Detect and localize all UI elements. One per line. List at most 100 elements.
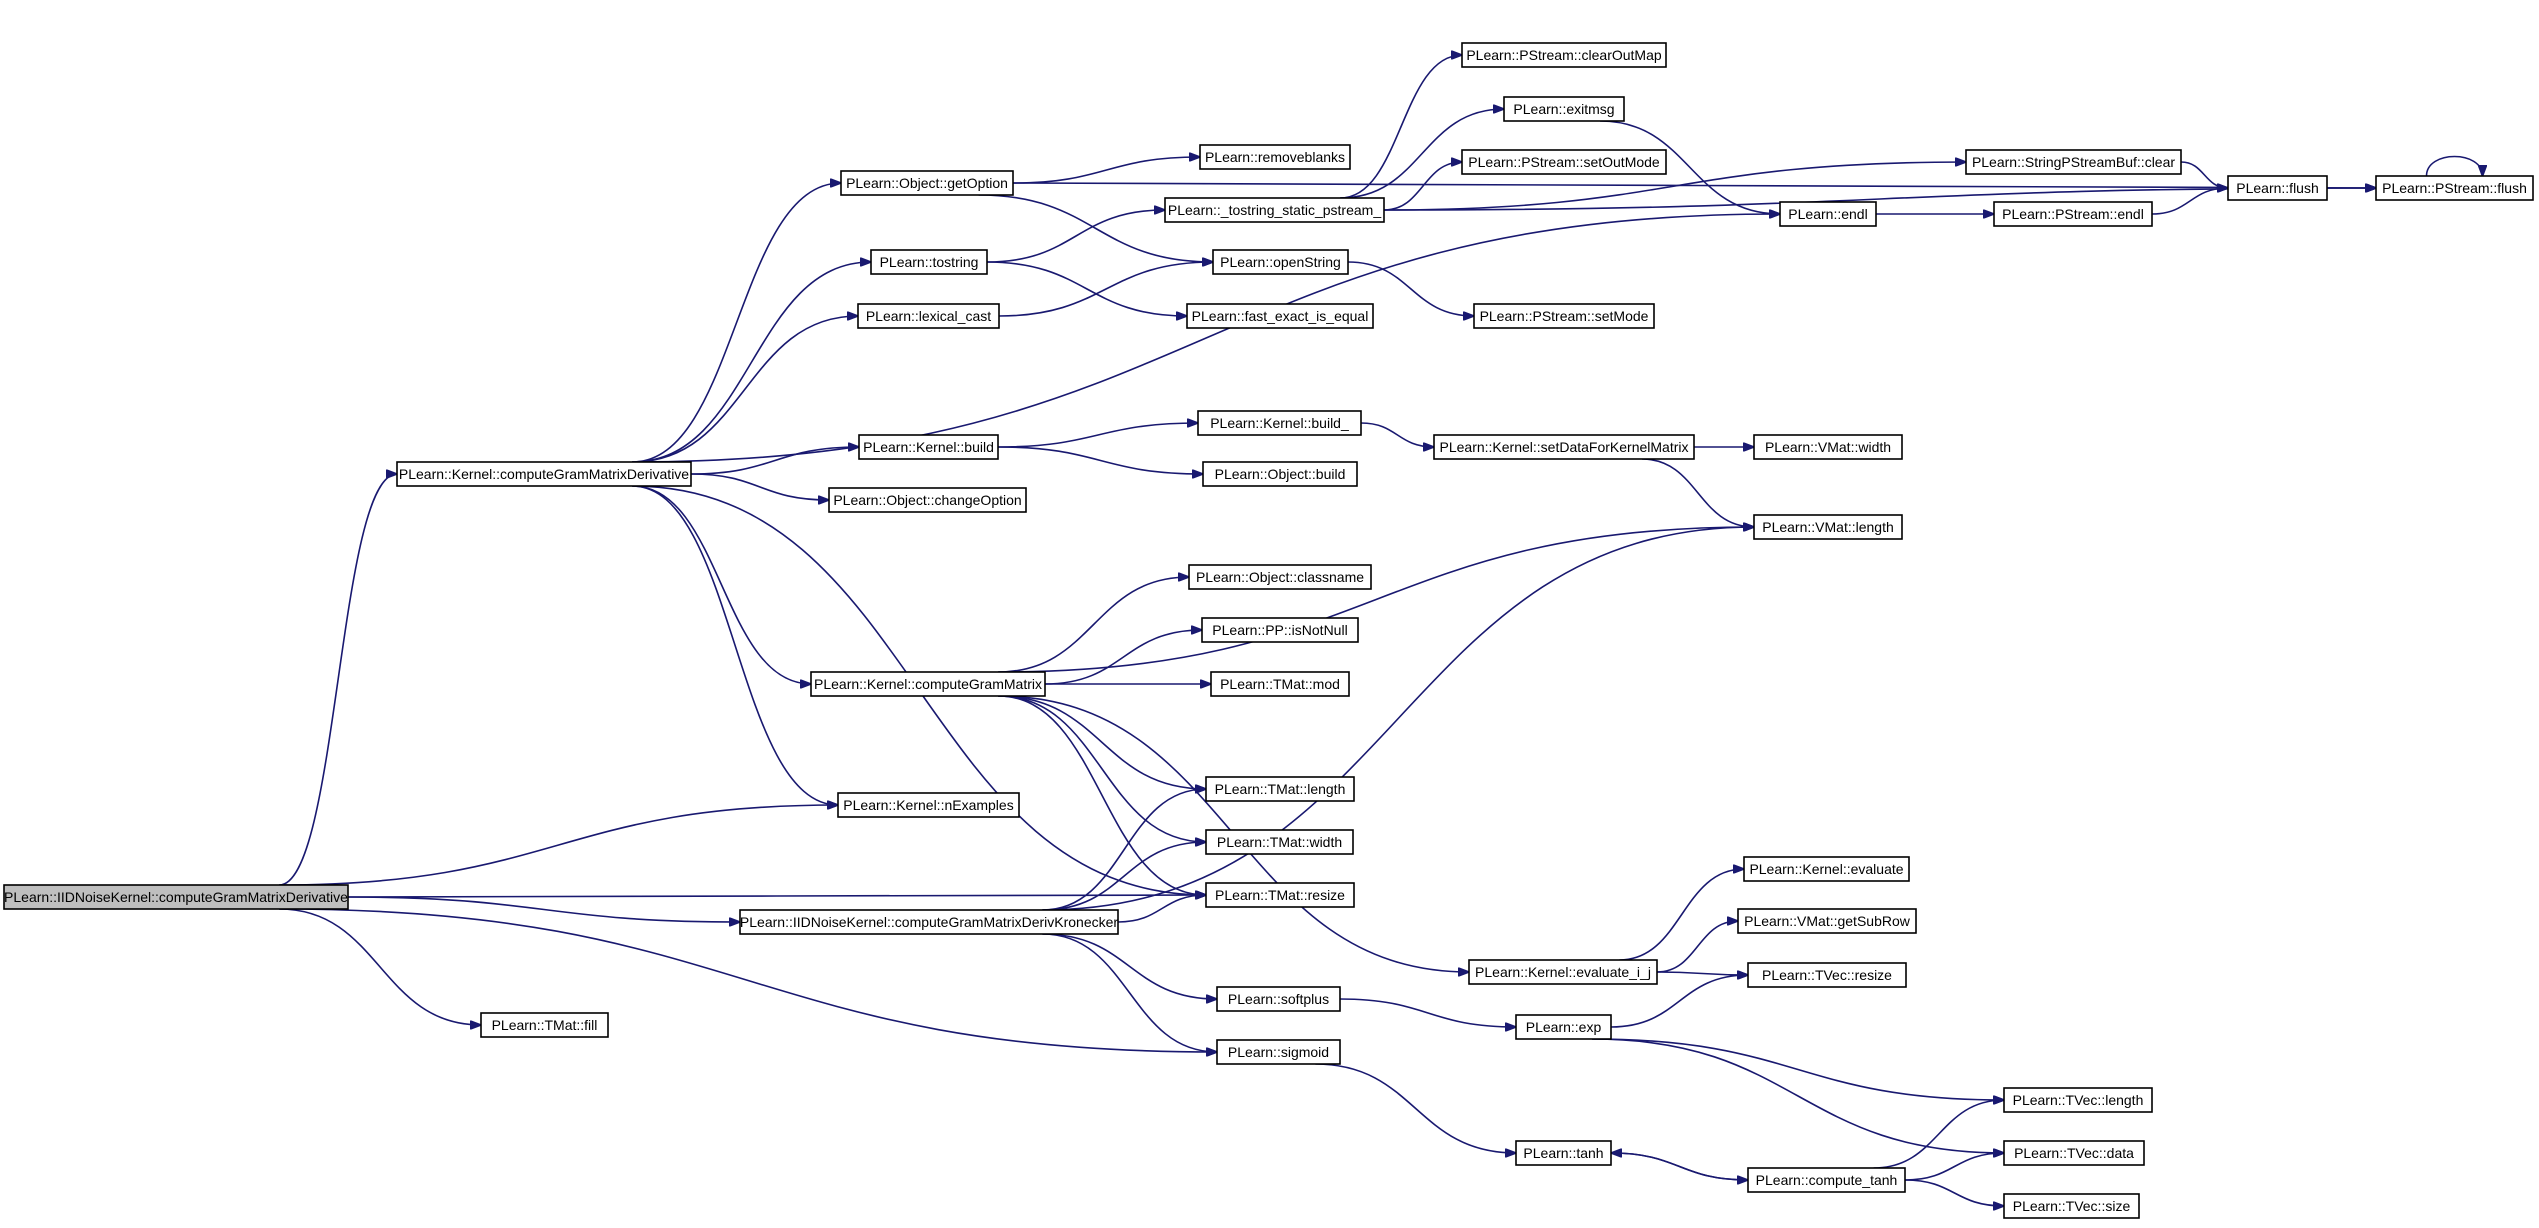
node-tvec-data[interactable]: PLearn::TVec::data (2003, 1140, 2145, 1166)
edge-kernel-compute-gram-matrix-derivative-to-object-get-option (632, 183, 841, 463)
node-endl[interactable]: PLearn::endl (1779, 201, 1877, 227)
node-lexical-cast[interactable]: PLearn::lexical_cast (857, 303, 1000, 329)
edge-exp-to-tvec-data (1591, 1038, 2004, 1153)
node-label: PLearn::Object::build (1215, 466, 1346, 482)
node-box (1965, 149, 2182, 175)
node-label: PLearn::Object::classname (1196, 569, 1364, 585)
node-box (1468, 959, 1658, 985)
edge-compute-tanh-to-tanh (1611, 1153, 1749, 1181)
node-tmat-length[interactable]: PLearn::TMat::length (1205, 776, 1355, 802)
node-fast-exact-is-equal[interactable]: PLearn::fast_exact_is_equal (1186, 303, 1374, 329)
edge-iidnoise-kernel-compute-gram-matrix-derivative-to-sigmoid (279, 908, 1217, 1052)
node-box (837, 792, 1020, 818)
edge-iidnoise-kernel-compute-gram-matrix-deriv-kronecker-to-vmat-length (1042, 527, 1754, 911)
edge-object-get-option-to-pstream-flush (1012, 182, 2376, 188)
node-box (1461, 149, 1667, 175)
edge-kernel-compute-gram-matrix-to-tmat-length (998, 695, 1206, 789)
node-kernel-build[interactable]: PLearn::Kernel::build (858, 434, 999, 460)
edge-softplus-to-exp (1339, 998, 1516, 1027)
node-compute-tanh[interactable]: PLearn::compute_tanh (1747, 1167, 1906, 1193)
node-iidnoise-kernel-compute-gram-matrix-deriv-kronecker[interactable]: PLearn::IIDNoiseKernel::computeGramMatri… (739, 909, 1119, 935)
node-object-build[interactable]: PLearn::Object::build (1202, 461, 1358, 487)
edge-kernel-compute-gram-matrix-derivative-to-kernel-compute-gram-matrix (632, 485, 811, 684)
edge-kernel-compute-gram-matrix-derivative-to-kernel-build (690, 447, 859, 475)
node-tmat-mod[interactable]: PLearn::TMat::mod (1210, 671, 1350, 697)
node-tostring-static-pstream[interactable]: PLearn::_tostring_static_pstream_ (1164, 197, 1385, 223)
node-kernel-compute-gram-matrix[interactable]: PLearn::Kernel::computeGramMatrix (810, 671, 1046, 697)
node-label: PLearn::Kernel::computeGramMatrixDerivat… (399, 466, 689, 482)
node-pp-is-not-null[interactable]: PLearn::PP::isNotNull (1201, 617, 1359, 643)
node-label: PLearn::TVec::resize (1762, 967, 1892, 983)
node-box (1515, 1014, 1612, 1040)
node-kernel-set-data-for-kernel-matrix[interactable]: PLearn::Kernel::setDataForKernelMatrix (1433, 434, 1695, 460)
node-tmat-fill[interactable]: PLearn::TMat::fill (480, 1012, 609, 1038)
node-label: PLearn::IIDNoiseKernel::computeGramMatri… (4, 889, 348, 905)
node-sigmoid[interactable]: PLearn::sigmoid (1216, 1039, 1341, 1065)
node-box (858, 434, 999, 460)
edge-iidnoise-kernel-compute-gram-matrix-deriv-kronecker-to-softplus (1042, 933, 1217, 999)
edge-kernel-compute-gram-matrix-derivative-to-kernel-n-examples (632, 485, 838, 805)
node-box (1199, 144, 1351, 170)
node-label: PLearn::sigmoid (1228, 1044, 1329, 1060)
node-iidnoise-kernel-compute-gram-matrix-derivative[interactable]: PLearn::IIDNoiseKernel::computeGramMatri… (3, 884, 349, 910)
node-label: PLearn::tanh (1523, 1145, 1603, 1161)
node-pstream-endl[interactable]: PLearn::PStream::endl (1993, 201, 2153, 227)
node-pstream-flush[interactable]: PLearn::PStream::flush (2375, 175, 2534, 201)
edge-kernel-compute-gram-matrix-to-object-classname (998, 577, 1189, 673)
node-box (1461, 42, 1667, 68)
node-object-change-option[interactable]: PLearn::Object::changeOption (828, 487, 1027, 513)
edge-exitmsg-to-endl (1599, 120, 1780, 214)
node-tostring[interactable]: PLearn::tostring (870, 249, 988, 275)
node-object-get-option[interactable]: PLearn::Object::getOption (840, 170, 1014, 196)
node-label: PLearn::TMat::width (1217, 834, 1342, 850)
node-box (1216, 986, 1341, 1012)
node-string-pstream-buf-clear[interactable]: PLearn::StringPStreamBuf::clear (1965, 149, 2182, 175)
node-flush[interactable]: PLearn::flush (2227, 175, 2328, 201)
node-label: PLearn::endl (1788, 206, 1867, 222)
node-box (739, 909, 1119, 935)
node-pstream-set-out-mode[interactable]: PLearn::PStream::setOutMode (1461, 149, 1667, 175)
node-box (840, 170, 1014, 196)
node-label: PLearn::TMat::resize (1215, 887, 1345, 903)
edge-kernel-evaluate-i-j-to-tvec-resize (1656, 972, 1748, 975)
node-exp[interactable]: PLearn::exp (1515, 1014, 1612, 1040)
node-object-classname[interactable]: PLearn::Object::classname (1188, 564, 1372, 590)
node-pstream-set-mode[interactable]: PLearn::PStream::setMode (1473, 303, 1655, 329)
edge-compute-tanh-to-tvec-length (1873, 1100, 2004, 1169)
node-kernel-evaluate[interactable]: PLearn::Kernel::evaluate (1743, 856, 1910, 882)
node-label: PLearn::Kernel::evaluate_i_j (1475, 964, 1651, 980)
edge-iidnoise-kernel-compute-gram-matrix-deriv-kronecker-to-tmat-width (1042, 842, 1206, 911)
node-box (1747, 962, 1907, 988)
node-box (1201, 617, 1359, 643)
node-label: PLearn::flush (2236, 180, 2319, 196)
node-kernel-n-examples[interactable]: PLearn::Kernel::nExamples (837, 792, 1020, 818)
node-tvec-resize[interactable]: PLearn::TVec::resize (1747, 962, 1907, 988)
node-label: PLearn::TVec::data (2014, 1145, 2134, 1161)
node-tmat-width[interactable]: PLearn::TMat::width (1205, 829, 1354, 855)
node-label: PLearn::exp (1526, 1019, 1602, 1035)
node-removeblanks[interactable]: PLearn::removeblanks (1199, 144, 1351, 170)
edge-pstream-endl-to-flush (2151, 188, 2228, 215)
node-label: PLearn::TVec::length (2013, 1092, 2144, 1108)
node-tvec-size[interactable]: PLearn::TVec::size (2003, 1193, 2140, 1219)
node-box (1186, 303, 1374, 329)
node-vmat-length[interactable]: PLearn::VMat::length (1753, 514, 1903, 540)
node-exitmsg[interactable]: PLearn::exitmsg (1503, 96, 1625, 122)
node-label: PLearn::openString (1220, 254, 1341, 270)
node-box (1753, 514, 1903, 540)
node-kernel-build[interactable]: PLearn::Kernel::build_ (1197, 410, 1362, 436)
node-pstream-clear-out-map[interactable]: PLearn::PStream::clearOutMap (1461, 42, 1667, 68)
edge-kernel-set-data-for-kernel-matrix-to-vmat-length (1641, 458, 1754, 527)
node-kernel-evaluate-i-j[interactable]: PLearn::Kernel::evaluate_i_j (1468, 959, 1658, 985)
node-vmat-width[interactable]: PLearn::VMat::width (1753, 434, 1903, 460)
node-open-string[interactable]: PLearn::openString (1212, 249, 1349, 275)
node-tmat-resize[interactable]: PLearn::TMat::resize (1205, 882, 1355, 908)
node-softplus[interactable]: PLearn::softplus (1216, 986, 1341, 1012)
node-box (1753, 434, 1903, 460)
node-kernel-compute-gram-matrix-derivative[interactable]: PLearn::Kernel::computeGramMatrixDerivat… (396, 461, 692, 487)
node-tanh[interactable]: PLearn::tanh (1515, 1140, 1612, 1166)
node-vmat-get-sub-row[interactable]: PLearn::VMat::getSubRow (1737, 908, 1917, 934)
edge-compute-tanh-to-tvec-size (1904, 1179, 2004, 1206)
node-tvec-length[interactable]: PLearn::TVec::length (2003, 1087, 2153, 1113)
node-box (1202, 461, 1358, 487)
